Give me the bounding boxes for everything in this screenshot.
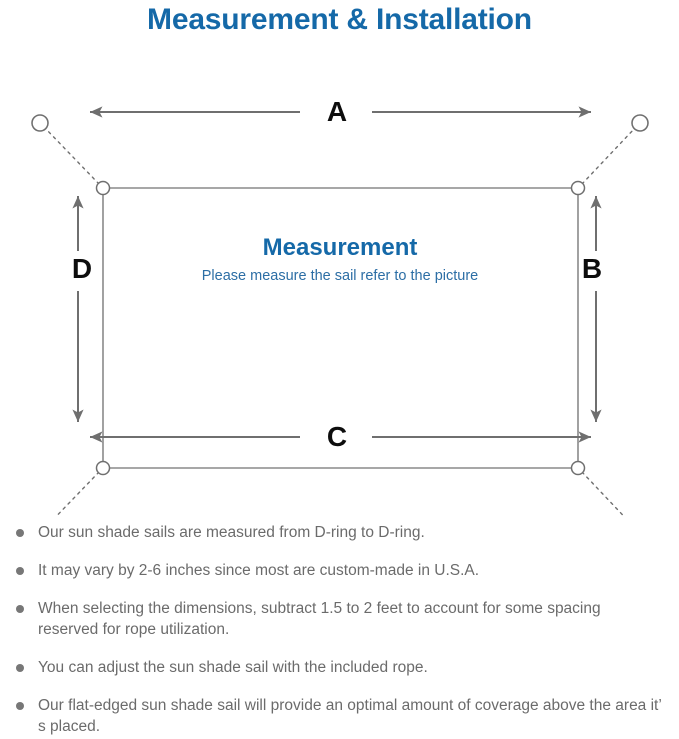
note-text: You can adjust the sun shade sail with t… (38, 659, 428, 676)
page-title: Measurement & Installation (147, 3, 532, 36)
rope-line-top-left (44, 127, 100, 185)
anchor-rings (31, 114, 649, 132)
d-ring-bottom-right (570, 460, 586, 476)
d-ring-top-left (95, 180, 111, 196)
bullet-icon (16, 702, 24, 710)
notes-list: Our sun shade sails are measured from D-… (0, 522, 679, 737)
d-rings (95, 180, 586, 476)
bullet-icon (16, 664, 24, 672)
rope-line-top-right (581, 127, 636, 185)
dimension-label-c: C (326, 421, 348, 452)
anchor-ring-top-left (31, 114, 49, 132)
sail-measurement-diagram: A B C D Measurement Please measure the s… (0, 48, 679, 516)
d-ring-bottom-left (95, 460, 111, 476)
diagram-svg (31, 106, 649, 516)
note-text: It may vary by 2-6 inches since most are… (38, 562, 480, 579)
rope-line-bottom-right (581, 471, 625, 516)
bullet-icon (16, 529, 24, 537)
list-item: It may vary by 2-6 inches since most are… (8, 560, 665, 581)
sail-outline (102, 187, 579, 469)
note-text: When selecting the dimensions, subtract … (38, 600, 601, 638)
dimension-label-d: D (71, 253, 93, 284)
sail-rectangle (102, 187, 579, 469)
bullet-icon (16, 605, 24, 613)
list-item: When selecting the dimensions, subtract … (8, 598, 665, 640)
list-item: You can adjust the sun shade sail with t… (8, 657, 665, 678)
rope-lines (44, 127, 636, 516)
list-item: Our flat-edged sun shade sail will provi… (8, 695, 665, 737)
dimension-label-a: A (326, 96, 348, 127)
bullet-icon (16, 567, 24, 575)
anchor-ring-top-right (631, 114, 649, 132)
d-ring-top-right (570, 180, 586, 196)
list-item: Our sun shade sails are measured from D-… (8, 522, 665, 543)
dimension-label-b: B (581, 253, 603, 284)
note-text: Our sun shade sails are measured from D-… (38, 524, 425, 541)
rope-line-bottom-left (55, 471, 100, 516)
note-text: Our flat-edged sun shade sail will provi… (38, 697, 662, 735)
